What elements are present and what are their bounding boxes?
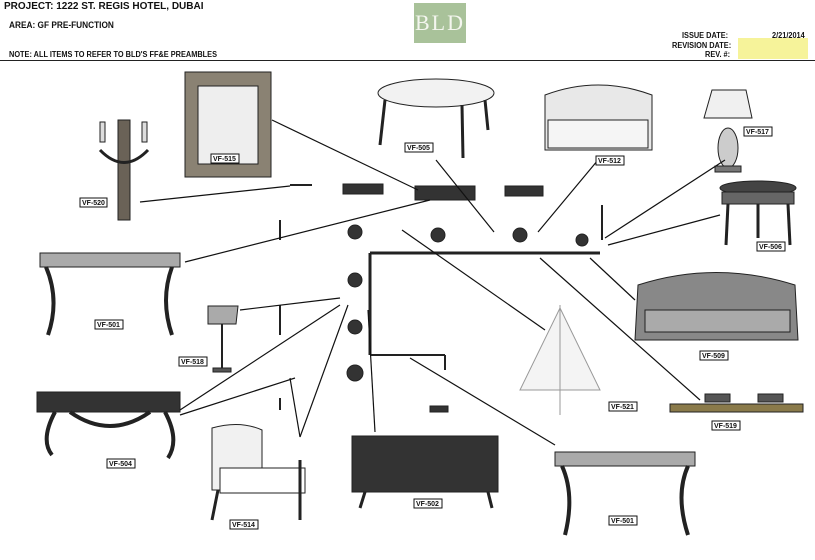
item-tag: VF-521: [611, 404, 634, 411]
issue-date-label: ISSUE DATE:: [682, 31, 729, 40]
item-image-vf-517: [703, 89, 753, 173]
item-tag: VF-518: [181, 359, 204, 366]
item-tag: VF-501: [611, 518, 634, 525]
item-tag: VF-514: [232, 522, 255, 529]
area-label: AREA: GF PRE-FUNCTION: [9, 20, 114, 30]
revision-highlight: [738, 38, 808, 59]
item-image-vf-502: [351, 435, 499, 509]
item-image-vf-521: [519, 305, 601, 415]
item-tag: VF-504: [109, 461, 132, 468]
item-image-vf-509: [634, 272, 799, 341]
note-label: NOTE: ALL ITEMS TO REFER TO BLD'S FF&E P…: [9, 50, 217, 59]
item-tag: VF-519: [714, 423, 737, 430]
item-image-vf-512: [544, 84, 653, 151]
item-image-vf-506: [719, 180, 797, 246]
leader-arrows: [139, 119, 726, 446]
item-image-vf-515: [184, 71, 272, 178]
item-tag: VF-506: [759, 244, 782, 251]
floor-plan: [279, 183, 603, 413]
item-tag: VF-505: [407, 145, 430, 152]
revision-date-label: REVISION DATE:: [672, 41, 732, 50]
rev-label: REV. #:: [705, 50, 731, 59]
item-image-vf-501-2: [554, 451, 696, 536]
issue-date: 2/21/2014: [772, 31, 805, 40]
bld-logo: BLD: [414, 3, 466, 43]
item-image-vf-514: [210, 424, 306, 521]
item-tag: VF-501: [97, 322, 120, 329]
item-tag: VF-515: [213, 156, 236, 163]
item-tag: VF-509: [702, 353, 725, 360]
item-image-vf-519: [669, 393, 804, 413]
item-tag: VF-502: [416, 501, 439, 508]
item-image-vf-504: [36, 391, 181, 460]
item-tag: VF-517: [746, 129, 769, 136]
item-image-vf-501: [39, 252, 181, 336]
item-image-vf-520: [98, 119, 150, 221]
item-tag: VF-512: [598, 158, 621, 165]
item-tag: VF-520: [82, 200, 105, 207]
project-title: PROJECT: 1222 ST. REGIS HOTEL, DUBAI: [4, 1, 204, 12]
header-divider: [0, 60, 815, 61]
item-image-vf-518: [207, 305, 239, 373]
item-image-vf-505: [377, 78, 495, 159]
